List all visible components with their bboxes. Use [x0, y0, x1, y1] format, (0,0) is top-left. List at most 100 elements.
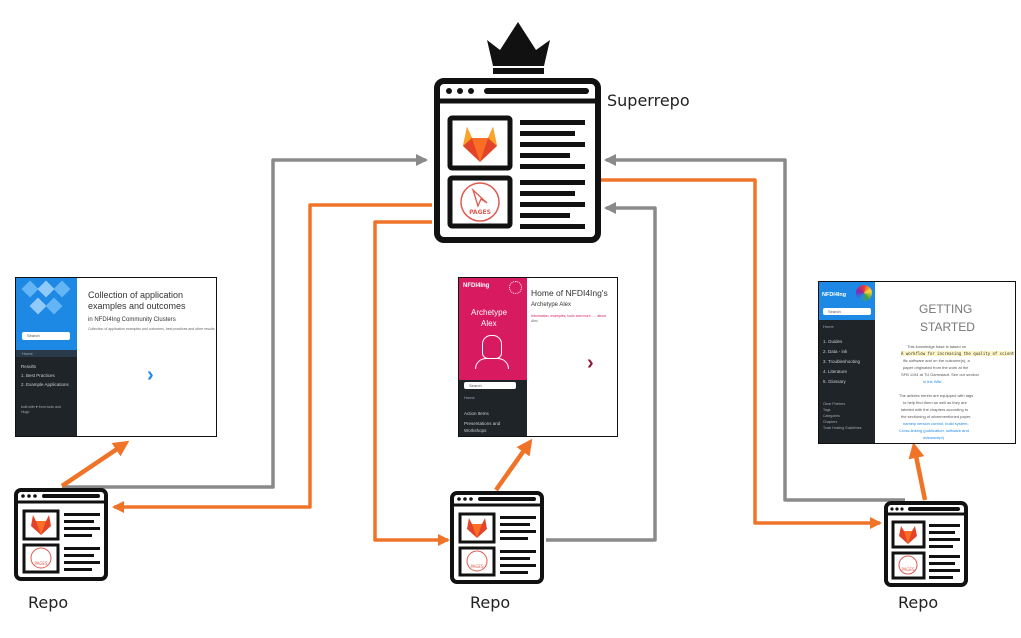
gray-arrow-right-repo-to-superrepo — [604, 154, 905, 502]
nav-header: Results — [21, 364, 37, 369]
nav-item-best-practices[interactable]: 1. Best Practices — [21, 373, 55, 378]
nav-item-data-ink[interactable]: 2. Data - ink — [823, 349, 848, 354]
chapter-links[interactable]: manuscript) — [923, 435, 944, 440]
page-title: Collection of application — [88, 290, 184, 300]
search-placeholder: Search — [27, 333, 40, 338]
screenshot-right: NFDI4Ing Search Home 1. Guides 2. Data -… — [818, 281, 1016, 444]
tag-link[interactable]: Tools Hosting Guidelines — [823, 426, 862, 430]
nav-home[interactable]: Home — [464, 395, 475, 400]
sidebar: Search Home Results 1. Best Practices 2.… — [16, 278, 77, 436]
page-body: Information, examples, tools and more ..… — [531, 314, 607, 318]
page-subtitle: Archetype Alex — [531, 302, 572, 308]
tag-link[interactable]: Tags — [823, 408, 831, 412]
orange-arrow-superrepo-to-right-repo — [600, 178, 882, 529]
paragraph-text: The articles herein are equipped with ta… — [899, 393, 974, 398]
page-heading: STARTED — [920, 320, 975, 334]
paragraph-text: SFB 1194 at TU Darmstadt. See our sectio… — [901, 372, 979, 377]
crown-base — [493, 68, 544, 74]
sidebar-hero: NFDI4Ing Archetype Alex — [459, 278, 527, 380]
search-input[interactable]: Search — [22, 332, 70, 340]
tag-link[interactable]: Categories — [823, 414, 840, 418]
avatar-icon — [482, 335, 502, 359]
nav-home[interactable]: Home — [16, 350, 77, 357]
paragraph-text: paper originated from the work at the — [903, 365, 969, 370]
site-logo: NFDI4Ing — [822, 292, 847, 298]
nav-item-presentations[interactable]: Presentations and — [464, 421, 501, 426]
repo-label-left: Repo — [28, 593, 69, 612]
superrepo-label: Superrepo — [607, 91, 690, 110]
page-title: Home of NFDI4Ing's — [531, 288, 608, 298]
hexagon-icon — [29, 297, 47, 315]
svg-text:PAGES: PAGES — [471, 564, 484, 569]
nav-home-label: Home — [22, 351, 33, 356]
deploy-arrow-middle — [494, 438, 533, 492]
wiki-link[interactable]: in the Wiki. — [923, 379, 943, 384]
next-chevron-icon[interactable]: › — [587, 352, 594, 374]
gray-arrow-middle-repo-to-superrepo — [546, 202, 657, 542]
footer-text: Hugo — [21, 410, 30, 414]
gray-arrow-left-repo-to-superrepo — [62, 154, 428, 489]
page-title: examples and outcomes — [88, 301, 186, 311]
search-placeholder: Search — [828, 309, 841, 314]
nav-home[interactable]: Home — [823, 324, 834, 329]
page-body: Collection of application examples and o… — [88, 327, 215, 331]
nav-item-example-applications[interactable]: 2. Example Applications — [21, 382, 69, 387]
nav-item-guides[interactable]: 1. Guides — [823, 339, 843, 344]
orange-arrow-superrepo-to-left-repo — [112, 203, 432, 513]
nav-item-action-items[interactable]: Action Items — [464, 411, 489, 416]
svg-text:PAGES: PAGES — [35, 561, 48, 566]
repo-window-icon-middle: PAGES — [450, 491, 544, 584]
tag-link[interactable]: Clear Pointers — [823, 402, 846, 406]
deploy-arrow-left — [60, 440, 130, 488]
paragraph-text: ific software and on the outcome(s), a — [903, 358, 970, 363]
hexagon-icon — [45, 297, 63, 315]
deploy-arrows — [60, 438, 928, 501]
sidebar: NFDI4Ing Archetype Alex Search Home Acti… — [459, 278, 527, 436]
screenshot-middle: NFDI4Ing Archetype Alex Search Home Acti… — [458, 277, 618, 437]
sidebar: NFDI4Ing Search Home 1. Guides 2. Data -… — [819, 282, 875, 443]
nav-item-literature[interactable]: 4. Literature — [823, 369, 848, 374]
sidebar-header: Search — [16, 278, 77, 350]
footer-text: built with ♥ from tools and — [21, 405, 61, 409]
page-subtitle: in NFDI4Ing Community Clusters — [88, 317, 176, 323]
page-body: Alex — [531, 319, 538, 323]
paragraph-text: labeled with the chapters according to — [901, 407, 969, 412]
paragraph-text: to help find them as well as they are — [903, 400, 967, 405]
repo-window-icon-left: PAGES — [14, 488, 108, 581]
superrepo-window-icon: PAGES — [434, 78, 601, 243]
hexagon-icon — [21, 280, 39, 298]
nav-item-glossary[interactable]: 5. Glossary — [823, 379, 846, 384]
search-input[interactable]: Search — [823, 308, 871, 315]
nav-item-troubleshooting[interactable]: 3. Troubleshooting — [823, 359, 861, 364]
site-logo: NFDI4Ing — [463, 283, 490, 289]
crown-icon — [487, 22, 550, 66]
chapter-links[interactable]: namely version control, build system, — [903, 421, 969, 426]
connector-arrows — [62, 154, 905, 546]
svg-text:PAGES: PAGES — [902, 567, 915, 572]
next-chevron-icon[interactable]: › — [147, 364, 154, 386]
repo-window-icon-right: PAGES — [884, 501, 968, 587]
search-placeholder: Search — [469, 383, 482, 388]
repo-label-right: Repo — [898, 593, 939, 612]
paragraph-text: the sectioning of aforementioned paper, — [901, 414, 972, 419]
orange-arrow-superrepo-to-middle-repo — [373, 220, 450, 546]
logo-emblem-icon — [509, 281, 522, 294]
nav-item-workshops[interactable]: Workshops — [464, 428, 487, 433]
pages-icon: PAGES — [460, 182, 500, 222]
repo-label-middle: Repo — [470, 593, 511, 612]
screenshot-left: Search Home Results 1. Best Practices 2.… — [15, 277, 217, 437]
hero-title: Archetype — [471, 308, 508, 317]
gitlab-icon — [463, 127, 497, 162]
paper-link[interactable]: A workflow for increasing the quality of… — [901, 351, 1015, 356]
page-heading: GETTING — [919, 302, 973, 316]
hexagon-icon — [37, 280, 55, 298]
paragraph-text: This knowledge base is based on — [907, 344, 967, 349]
avatar-body — [475, 358, 509, 369]
hexagon-icon — [53, 280, 71, 298]
tag-link[interactable]: Chapters — [823, 420, 838, 424]
deploy-arrow-right — [908, 442, 928, 501]
logo-emblem-icon — [856, 285, 872, 301]
chapter-links[interactable]: Cross-linking (publication, software and — [899, 428, 969, 433]
search-input[interactable]: Search — [464, 382, 516, 389]
